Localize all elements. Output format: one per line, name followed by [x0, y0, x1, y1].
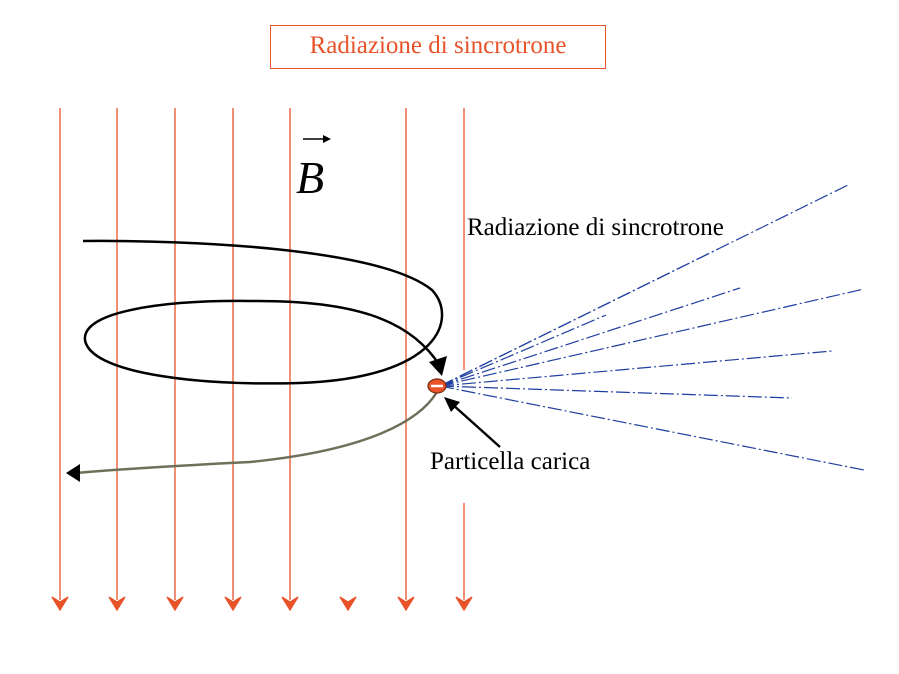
radiation-ray — [439, 287, 741, 387]
field-arrowhead — [166, 596, 184, 612]
radiation-ray — [439, 314, 607, 387]
field-arrowhead — [51, 596, 69, 612]
magnetic-field-lines — [51, 108, 473, 612]
particle-pointer — [451, 403, 501, 448]
trajectory-arrowhead — [429, 356, 447, 376]
particle-trajectory — [82, 239, 444, 385]
radiation-ray — [439, 248, 719, 387]
field-vector-symbol: B — [296, 135, 331, 203]
field-arrowhead — [455, 596, 473, 612]
field-arrowhead — [397, 596, 415, 612]
particle-label: Particella carica — [430, 448, 590, 475]
vector-arrowhead — [323, 135, 331, 143]
field-arrowhead — [281, 596, 299, 612]
radiation-ray — [439, 385, 793, 399]
field-arrowhead — [108, 596, 126, 612]
radiation-label: Radiazione di sincrotrone — [467, 214, 724, 241]
field-symbol: B — [296, 152, 324, 203]
exit-arrowhead — [66, 464, 80, 482]
radiation-ray — [439, 385, 865, 471]
charged-particle — [427, 378, 447, 394]
radiation-fan — [439, 184, 865, 471]
title-box: Radiazione di sincrotrone — [270, 25, 606, 69]
title: Radiazione di sincrotrone — [309, 32, 567, 59]
field-arrowhead — [224, 596, 242, 612]
field-arrowhead — [339, 596, 357, 612]
exit-trajectory — [75, 391, 439, 475]
particle-pointer-arrowhead — [444, 397, 460, 412]
radiation-ray — [439, 350, 833, 387]
radiation-ray — [439, 288, 865, 387]
